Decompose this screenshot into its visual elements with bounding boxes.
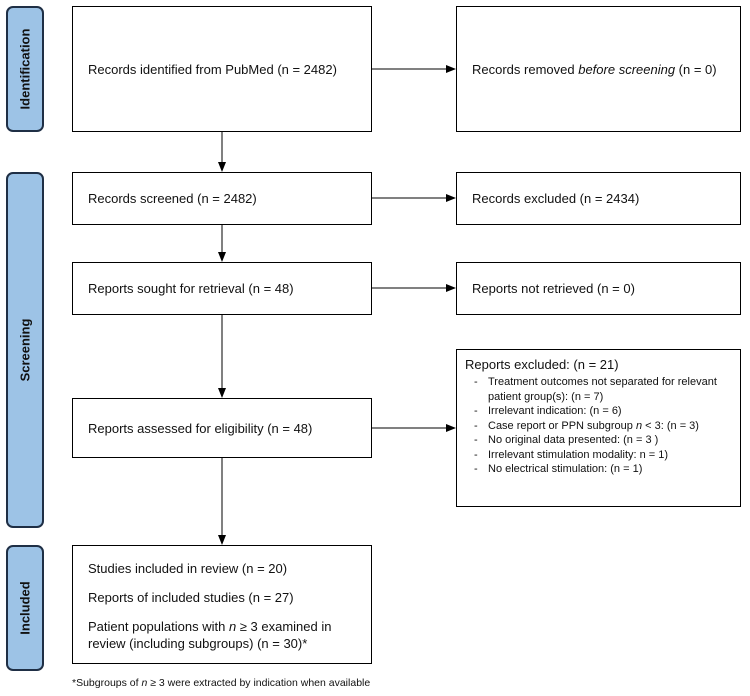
phase-identification: Identification [6, 6, 44, 132]
phase-identification-label: Identification [17, 28, 33, 110]
studies-included-text: Studies included in review (n = 20) [88, 561, 288, 576]
records-removed-box: Records removed before screening (n = 0) [456, 6, 741, 132]
records-excluded-box: Records excluded (n = 2434) [456, 172, 741, 225]
reports-sought-text: Reports sought for retrieval (n = 48) [88, 281, 294, 296]
records-identified-text: Records identified from PubMed (n = 2482… [88, 61, 337, 77]
records-screened-box: Records screened (n = 2482) [72, 172, 372, 225]
reports-not-retrieved-text: Reports not retrieved (n = 0) [472, 281, 635, 296]
records-screened-text: Records screened (n = 2482) [88, 191, 257, 206]
included-box: Studies included in review (n = 20) Repo… [72, 545, 372, 664]
exclusion-reason: No electrical stimulation: (n = 1) [471, 462, 732, 477]
exclusion-reason-pre: Case report or PPN subgroup [488, 419, 636, 432]
exclusion-reason: Treatment outcomes not separated for rel… [471, 375, 732, 404]
exclusion-reason: No original data presented: (n = 3 ) [471, 433, 732, 448]
patient-populations-post: ≥ 3 examined in review (including subgro… [88, 619, 332, 651]
footnote-post: ≥ 3 were extracted by indication when av… [147, 677, 371, 689]
reports-excluded-box: Reports excluded: (n = 21) Treatment out… [456, 349, 741, 507]
exclusion-reason-post: < 3: (n = 3) [642, 419, 699, 432]
exclusion-reason: Case report or PPN subgroup n < 3: (n = … [471, 419, 732, 434]
patient-populations-pre: Patient populations with [88, 619, 229, 634]
exclusion-reasons-list: Treatment outcomes not separated for rel… [471, 375, 732, 477]
footnote-italic: n [141, 677, 148, 689]
records-removed-prefix: Records removed [472, 61, 579, 77]
phase-screening-label: Screening [17, 318, 33, 382]
footnote: *Subgroups of n ≥ 3 were extracted by in… [72, 677, 370, 689]
phase-included: Included [6, 545, 44, 671]
reports-sought-box: Reports sought for retrieval (n = 48) [72, 262, 372, 315]
reports-included-text: Reports of included studies (n = 27) [88, 590, 294, 605]
reports-excluded-title: Reports excluded: (n = 21) [465, 357, 619, 372]
records-removed-suffix: (n = 0) [675, 61, 717, 77]
reports-assessed-box: Reports assessed for eligibility (n = 48… [72, 398, 372, 458]
exclusion-reason: Irrelevant indication: (n = 6) [471, 404, 732, 419]
records-removed-italic: before screening [578, 61, 676, 77]
footnote-pre: *Subgroups of [72, 677, 142, 689]
patient-populations-text: Patient populations with n ≥ 3 examined … [88, 618, 361, 652]
reports-assessed-text: Reports assessed for eligibility (n = 48… [88, 420, 313, 436]
records-excluded-text: Records excluded (n = 2434) [472, 191, 640, 206]
phase-included-label: Included [17, 581, 33, 635]
phase-screening: Screening [6, 172, 44, 528]
records-identified-box: Records identified from PubMed (n = 2482… [72, 6, 372, 132]
exclusion-reason-italic: n [635, 419, 643, 432]
reports-not-retrieved-box: Reports not retrieved (n = 0) [456, 262, 741, 315]
patient-populations-italic: n [228, 619, 237, 634]
records-removed-text: Records removed before screening (n = 0) [472, 61, 717, 78]
exclusion-reason: Irrelevant stimulation modality: n = 1) [471, 448, 732, 463]
